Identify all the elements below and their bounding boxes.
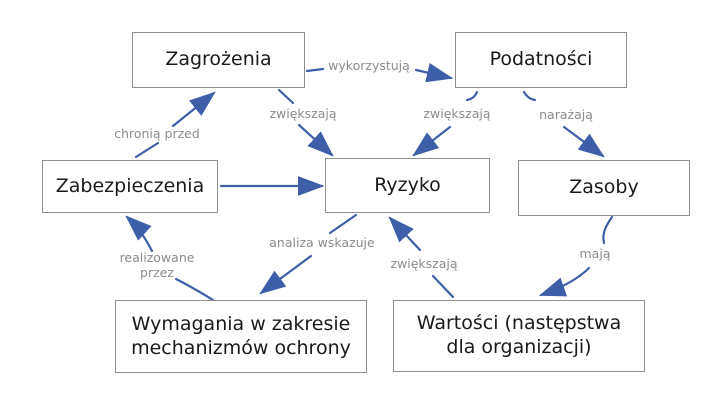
edge-podatnosci-zasoby-seg2 (562, 125, 605, 158)
node-wartosci: Wartości (następstwa dla organizacji) (393, 300, 645, 372)
edge-label-narazaja: narażają (539, 107, 593, 122)
edge-label-analiza-wskazuje: analiza wskazuje (269, 235, 375, 250)
edge-podatnosci-zasoby-seg1 (522, 90, 537, 102)
edge-label-maja: mają (579, 246, 611, 261)
node-zasoby-label: Zasoby (569, 176, 639, 199)
node-zasoby: Zasoby (518, 160, 690, 216)
node-ryzyko: Ryzyko (325, 158, 490, 213)
edge-wymagania-zabezpieczenia-seg2 (125, 215, 154, 253)
edge-zagrozenia-podatnosci-seg1 (305, 67, 325, 73)
edge-wartosci-ryzyko-seg1 (431, 274, 455, 299)
edge-label-realizowane-przez: realizowane przez (119, 250, 195, 280)
edge-podatnosci-ryzyko-seg2 (412, 125, 452, 157)
edge-ryzyko-wymagania-seg2 (259, 254, 313, 295)
node-zabezpieczenia-label: Zabezpieczenia (55, 174, 205, 197)
edge-zasoby-wartosci-seg2 (538, 266, 591, 297)
node-ryzyko-label: Ryzyko (374, 173, 441, 196)
edge-label-zwiekszaja-right: zwiększają (423, 106, 491, 121)
edge-label-wykorzystuja: wykorzystują (328, 58, 410, 73)
node-zagrozenia-label: Zagrożenia (165, 48, 272, 71)
edge-wartosci-ryzyko-seg2 (388, 216, 422, 252)
node-zagrozenia: Zagrożenia (132, 32, 305, 88)
node-wartosci-label: Wartości (następstwa dla organizacji) (416, 312, 622, 358)
edge-wymagania-zabezpieczenia-seg1 (174, 277, 215, 302)
edge-label-zwiekszaja-bottom: zwiększają (390, 256, 458, 271)
edge-zagrozenia-podatnosci-seg2 (414, 62, 454, 83)
edge-podatnosci-ryzyko-seg1 (465, 90, 479, 102)
node-podatnosci: Podatności (455, 32, 627, 88)
edge-zasoby-wartosci-seg1 (602, 215, 614, 245)
edge-ryzyko-wymagania-seg1 (328, 213, 358, 235)
node-wymagania: Wymagania w zakresie mechanizmów ochrony (115, 300, 367, 373)
node-wymagania-label: Wymagania w zakresie mechanizmów ochrony (131, 312, 351, 359)
edge-zagrozenia-ryzyko-seg1 (277, 88, 295, 105)
edge-zagrozenia-ryzyko-seg2 (297, 123, 334, 157)
edge-label-chronia-przed: chronią przed (114, 126, 200, 141)
edge-zabezpieczenia-zagrozenia-seg1 (134, 141, 160, 159)
edge-label-zwiekszaja-left: zwiększają (269, 106, 337, 121)
node-podatnosci-label: Podatności (489, 48, 593, 71)
node-zabezpieczenia: Zabezpieczenia (42, 160, 218, 213)
edge-zabezpieczenia-zagrozenia-seg2 (171, 91, 216, 128)
